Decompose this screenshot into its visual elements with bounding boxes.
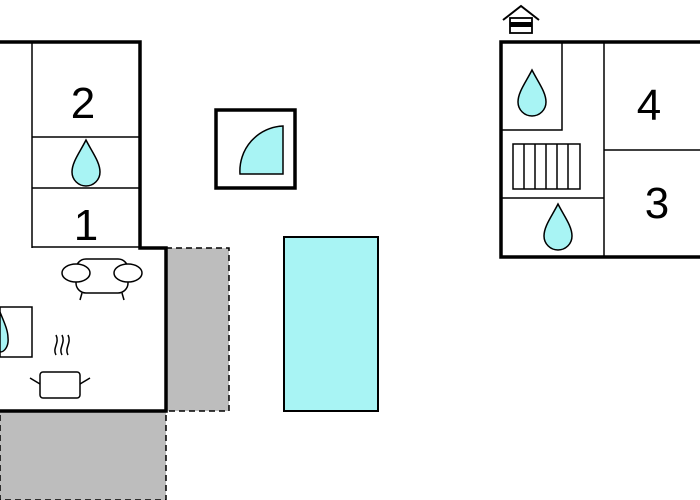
- water-drop-icon: [71, 138, 101, 187]
- left-building: 2 1: [0, 40, 230, 500]
- room-number-2: 2: [71, 79, 95, 128]
- room-number-3: 3: [645, 179, 669, 228]
- middle-area: [214, 108, 379, 412]
- room-number-4: 4: [637, 81, 661, 130]
- right-building-outer-wall: [499, 40, 700, 259]
- left-building-outer-wall: [0, 40, 168, 413]
- house-icon: [502, 4, 540, 34]
- terrace-east: [165, 247, 230, 412]
- right-building: 4 3: [499, 4, 700, 259]
- radiator-icon: [512, 143, 581, 190]
- partition-wall-bath-upper: [501, 42, 563, 131]
- water-drop-icon: [517, 68, 547, 117]
- sofa-icon: [61, 258, 143, 301]
- terrace-south: [0, 410, 167, 500]
- swimming-pool: [283, 236, 379, 412]
- shower-icon: [0, 306, 33, 358]
- room-number-1: 1: [74, 201, 98, 250]
- water-drop-icon: [543, 202, 573, 251]
- quarter-circle-icon: [214, 108, 297, 190]
- cooking-pot-icon: [29, 334, 91, 399]
